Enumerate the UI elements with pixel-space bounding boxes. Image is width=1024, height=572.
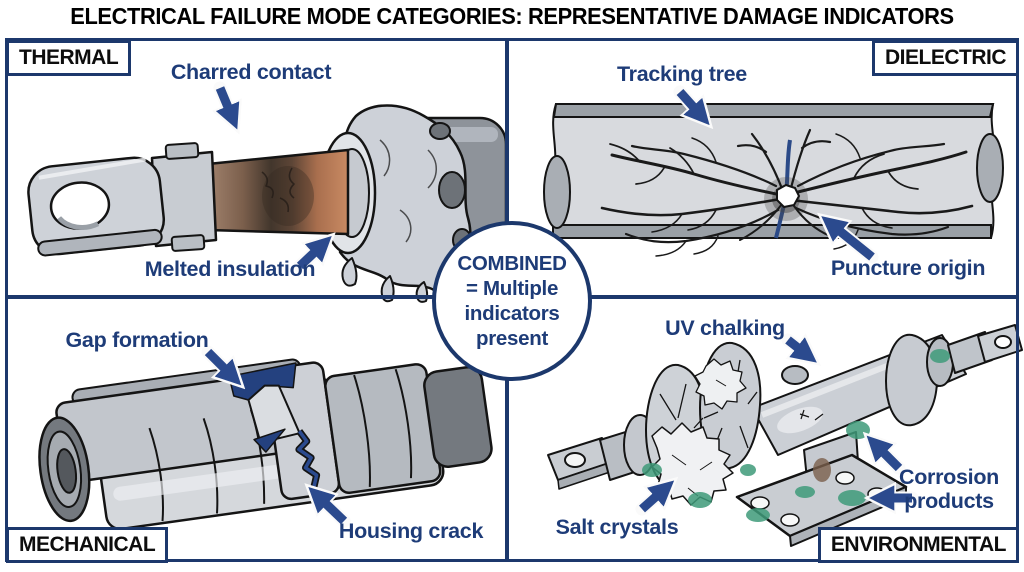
salt-crystals-label: Salt crystals	[555, 515, 679, 539]
corrosion-products-label: Corrosion products	[898, 465, 1000, 514]
page-title: ELECTRICAL FAILURE MODE CATEGORIES: REPR…	[70, 3, 954, 29]
melted-insulation-label: Melted insulation	[144, 257, 316, 281]
combined-line-4: present	[476, 327, 548, 350]
thermal-label-box: THERMAL	[6, 40, 132, 76]
gap-formation-label: Gap formation	[65, 328, 209, 352]
insulation-drip	[341, 257, 358, 287]
puncture-origin-label: Puncture origin	[830, 256, 986, 280]
environmental-illustration	[547, 324, 1023, 547]
charred-contact-label: Charred contact	[170, 60, 332, 84]
cable-body	[550, 103, 996, 239]
puncture-hole	[776, 183, 801, 209]
tracking-tree-label: Tracking tree	[617, 62, 747, 86]
corrosion-patches	[642, 349, 950, 522]
cable-lug	[27, 156, 166, 257]
dielectric-illustration	[543, 103, 1004, 257]
cable-bottom-band	[552, 224, 992, 239]
combined-line-1: COMBINED	[457, 252, 567, 275]
cable-top-band	[552, 103, 995, 118]
dielectric-label-box: DIELECTRIC	[872, 40, 1019, 76]
insulation-drip	[380, 275, 395, 303]
mechanical-label-box: MECHANICAL	[6, 527, 169, 563]
environmental-label-box: ENVIRONMENTAL	[817, 527, 1019, 563]
salt-crystal-clump	[694, 358, 747, 410]
mechanical-illustration	[38, 358, 493, 531]
combined-indicator-circle: COMBINED = Multiple indicators present	[432, 221, 592, 381]
right-cap	[423, 365, 493, 468]
combined-line-2: = Multiple	[465, 277, 559, 300]
combined-line-3: indicators	[464, 302, 560, 325]
uv-chalking-label: UV chalking	[665, 316, 785, 340]
housing-crack-label: Housing crack	[338, 519, 484, 543]
